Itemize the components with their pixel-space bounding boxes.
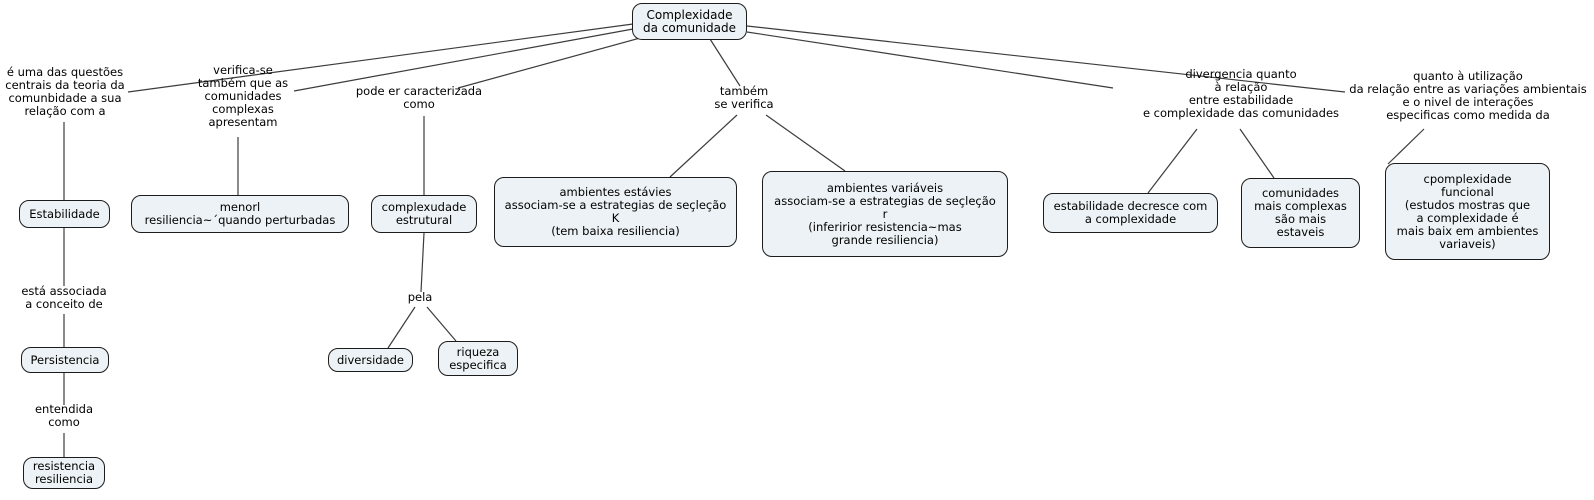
connector-root-verifica — [293, 28, 634, 92]
link-label-tambem-verifica[interactable]: também se verifica — [714, 84, 774, 111]
link-label-esta-associada[interactable]: está associada a conceito de — [21, 284, 107, 311]
connector-root-questao — [127, 23, 634, 93]
link-label-questao-central[interactable]: é uma das questões centrais da teoria da… — [5, 65, 125, 118]
node-menor-resiliencia[interactable]: menorl resiliencia~´quando perturbadas — [131, 195, 349, 233]
connector-pela-diversidade — [387, 306, 416, 349]
node-estabilidade[interactable]: Estabilidade — [19, 200, 110, 228]
node-complexidade-funcional[interactable]: cpomplexidade funcional (estudos mostras… — [1385, 163, 1550, 260]
link-label-pela[interactable]: pela — [407, 290, 433, 304]
connector-divergencia-decresce — [1147, 128, 1198, 194]
link-label-pode-ser[interactable]: pode er caracterizada como — [355, 84, 483, 111]
node-complexidade-da-comunidade[interactable]: Complexidade da comunidade — [632, 3, 747, 40]
link-label-quanto-utilizacao[interactable]: quanto à utilização da relação entre as … — [1349, 69, 1587, 122]
node-ambientes-estaveis[interactable]: ambientes estávies associam-se a estrate… — [494, 177, 737, 247]
node-comunidades-complexas[interactable]: comunidades mais complexas são mais esta… — [1241, 178, 1360, 248]
connector-divergencia-comunidades — [1239, 128, 1275, 179]
node-complexidade-estrutural[interactable]: complexudade estrutural — [371, 195, 477, 233]
connector-tambem-estaveis — [669, 114, 738, 178]
link-label-verifica-se[interactable]: verifica-se também que as comunidades co… — [197, 63, 289, 129]
link-label-entendida[interactable]: entendida como — [34, 402, 94, 429]
node-ambientes-variaveis[interactable]: ambientes variáveis associam-se a estrat… — [762, 171, 1008, 257]
connector-quanto-funcional — [1387, 128, 1425, 165]
node-riqueza-especifica[interactable]: riqueza especifica — [438, 341, 518, 376]
connector-root-tambem — [709, 38, 741, 87]
connector-root-pode-ser — [457, 37, 641, 89]
connector-pela-riqueza — [426, 306, 457, 342]
node-diversidade[interactable]: diversidade — [328, 348, 413, 372]
connector-root-divergencia — [746, 31, 1114, 89]
node-estabilidade-decresce[interactable]: estabilidade decresce com a complexidade — [1043, 193, 1218, 233]
connector-root-quanto — [746, 25, 1346, 93]
node-persistencia[interactable]: Persistencia — [21, 347, 109, 373]
connector-estrutural-pela — [420, 232, 425, 293]
node-resistencia-resiliencia[interactable]: resistencia resiliencia — [23, 457, 105, 489]
link-label-divergencia[interactable]: divergencia quanto à relação entre estab… — [1142, 67, 1340, 120]
connector-tambem-variaveis — [765, 114, 846, 172]
